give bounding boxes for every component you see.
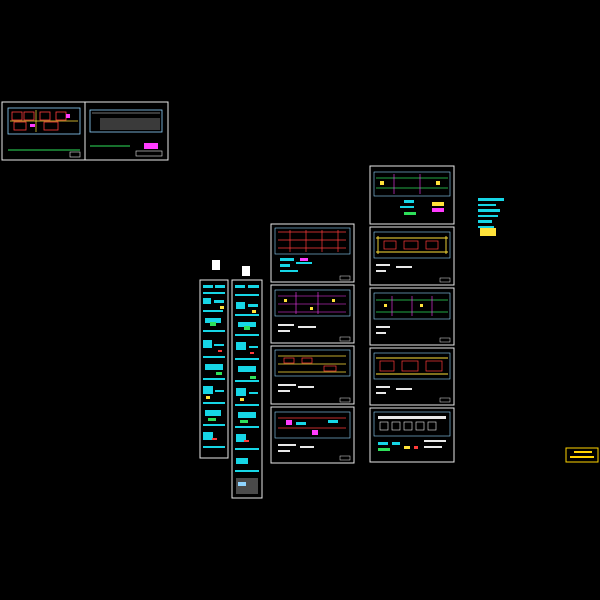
detail-column-2 — [231, 266, 263, 499]
sheet-pair-top-left — [1, 101, 169, 161]
title-block — [565, 447, 599, 463]
sheet-column-middle — [270, 223, 355, 464]
legend-notes — [478, 198, 504, 236]
detail-column-1 — [199, 260, 229, 459]
sheet-column-right — [369, 165, 455, 463]
